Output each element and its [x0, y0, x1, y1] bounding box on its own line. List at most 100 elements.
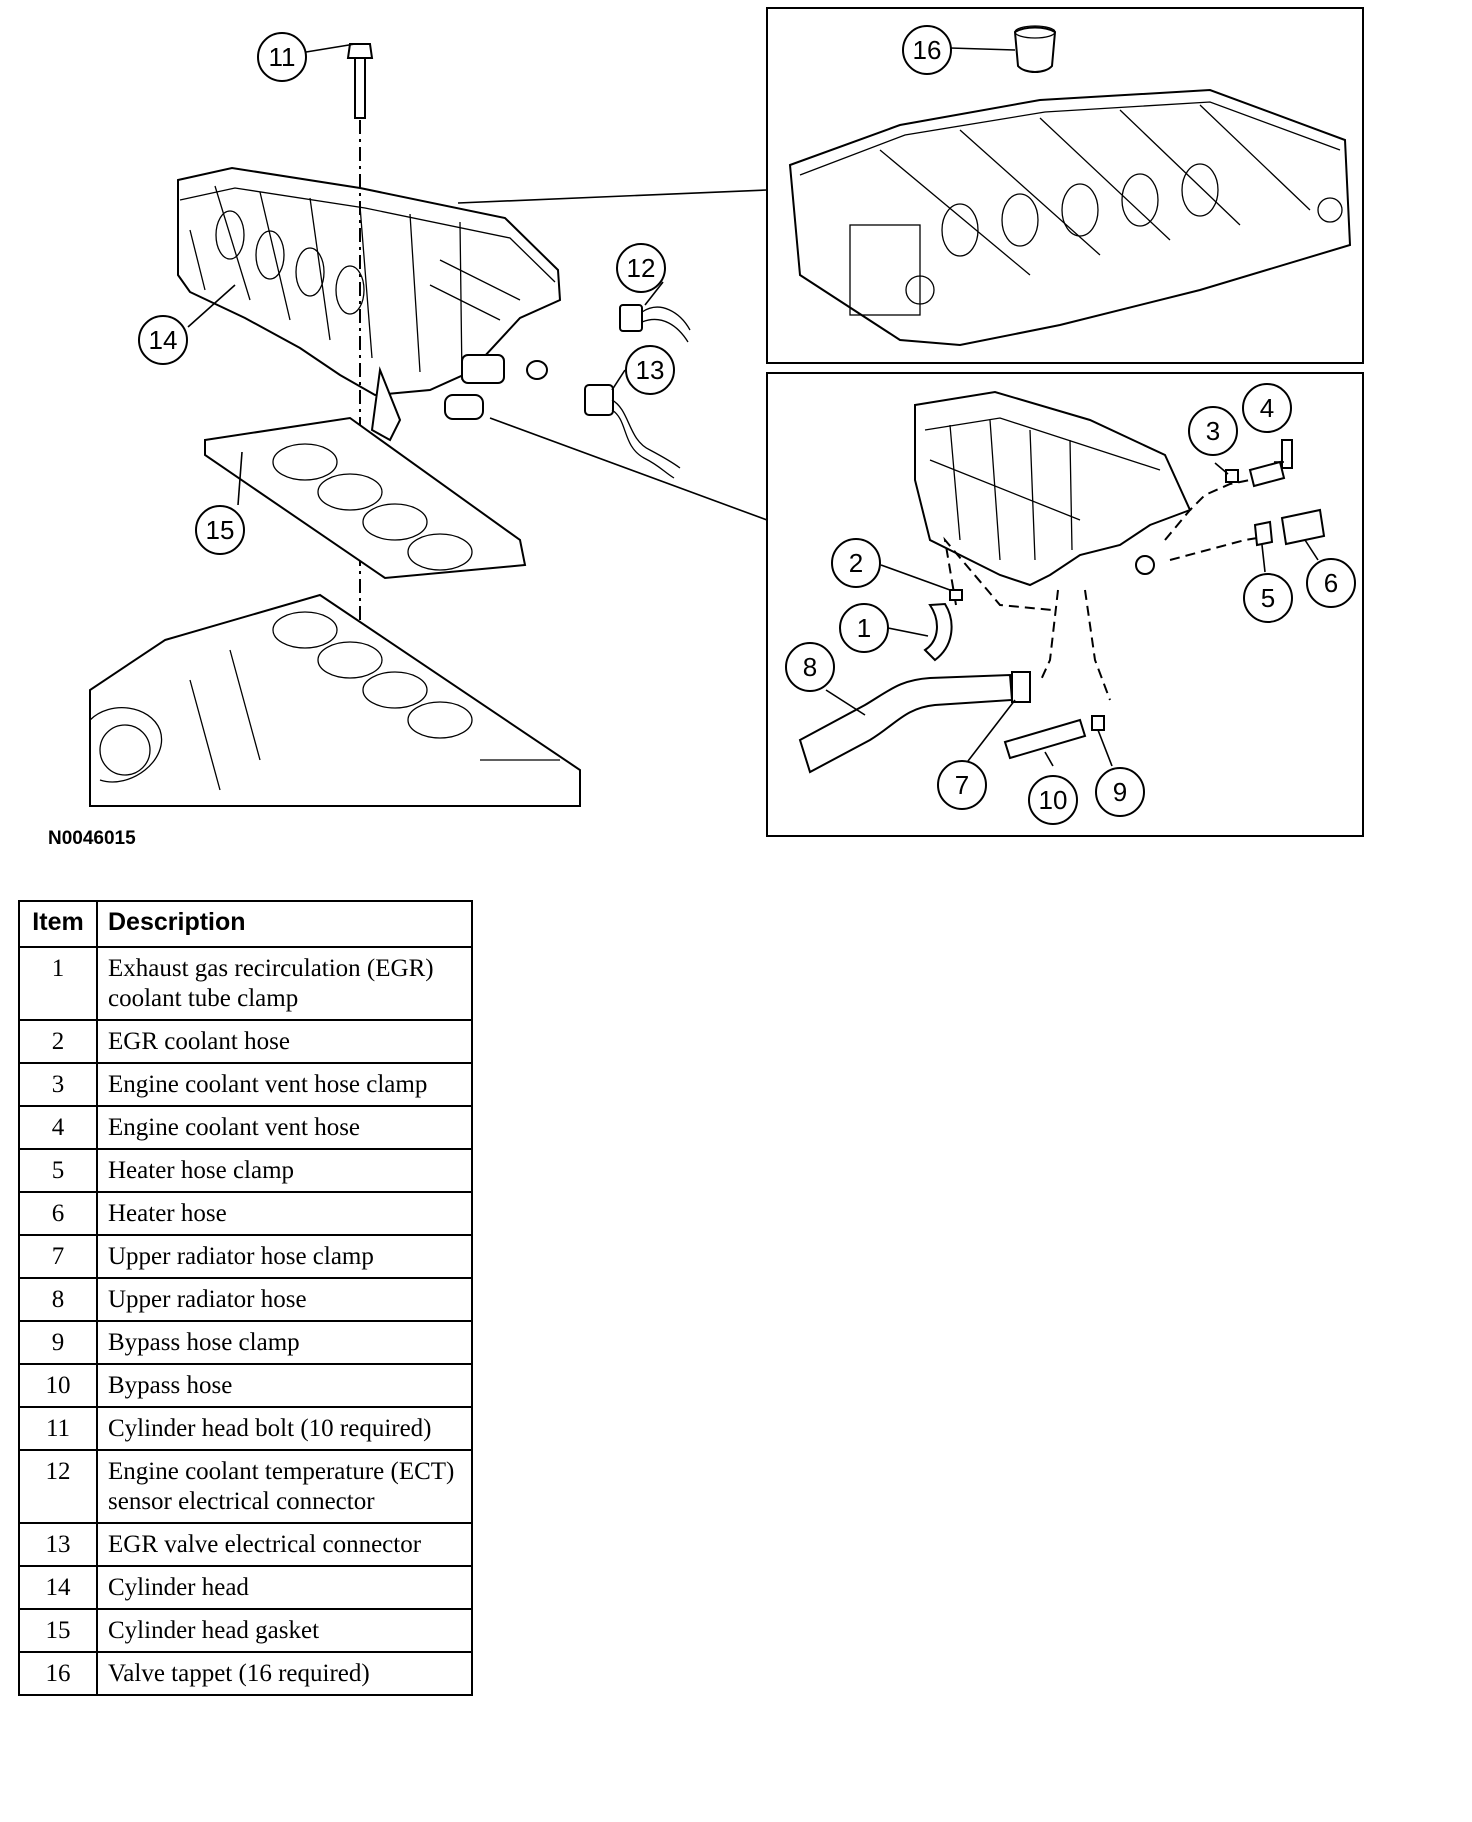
figure-id: N0046015	[48, 828, 136, 849]
item-description: Heater hose	[96, 1191, 473, 1236]
item-number: 13	[18, 1522, 98, 1567]
callout-9: 9	[1095, 767, 1145, 817]
svg-text:15: 15	[206, 515, 235, 545]
callout-3: 3	[1188, 406, 1238, 456]
item-description: Bypass hose clamp	[96, 1320, 473, 1365]
egr-valve-connector	[584, 384, 681, 479]
callout-4: 4	[1242, 383, 1292, 433]
callout-13: 13	[625, 345, 675, 395]
svg-text:1: 1	[857, 613, 871, 643]
callout-8: 8	[785, 642, 835, 692]
item-number: 11	[18, 1406, 98, 1451]
item-description: Upper radiator hose clamp	[96, 1234, 473, 1279]
item-number: 14	[18, 1565, 98, 1610]
cylinder-head-inset	[788, 88, 1352, 347]
item-description: Cylinder head bolt (10 required)	[96, 1406, 473, 1451]
item-description: EGR coolant hose	[96, 1019, 473, 1064]
svg-text:8: 8	[803, 652, 817, 682]
cylinder-head-main	[177, 166, 562, 442]
callout-12: 12	[616, 243, 666, 293]
svg-text:13: 13	[636, 355, 665, 385]
svg-text:16: 16	[913, 35, 942, 65]
heater-hose	[1253, 508, 1326, 547]
item-number: 9	[18, 1320, 98, 1365]
item-number: 2	[18, 1019, 98, 1064]
callout-5: 5	[1243, 573, 1293, 623]
svg-text:9: 9	[1113, 777, 1127, 807]
item-description: EGR valve electrical connector	[96, 1522, 473, 1567]
routing-upper-radiator	[1039, 589, 1059, 683]
callout-7: 7	[937, 760, 987, 810]
ect-connector	[619, 304, 691, 343]
svg-text:7: 7	[955, 770, 969, 800]
item-description: Engine coolant temperature (ECT) sensor …	[96, 1449, 473, 1524]
svg-text:3: 3	[1206, 416, 1220, 446]
item-description: Cylinder head	[96, 1565, 473, 1610]
svg-text:12: 12	[627, 253, 656, 283]
item-description: Bypass hose	[96, 1363, 473, 1408]
item-number: 5	[18, 1148, 98, 1193]
svg-text:14: 14	[149, 325, 178, 355]
callout-11: 11	[257, 32, 307, 82]
callout-leaders	[187, 43, 1319, 767]
egr-coolant-hose	[923, 589, 963, 662]
svg-text:11: 11	[269, 42, 296, 72]
callout-10: 10	[1028, 775, 1078, 825]
item-number: 12	[18, 1449, 98, 1524]
exploded-diagram: 11 12 13 14 15 16 1 2 3 4 5 6 7 8 9 10 N…	[48, 7, 1364, 849]
leader-outlet-to-inset	[489, 417, 768, 521]
svg-text:4: 4	[1260, 393, 1274, 423]
item-number: 8	[18, 1277, 98, 1322]
item-description: Valve tappet (16 required)	[96, 1651, 473, 1696]
upper-radiator-hose	[798, 671, 1031, 774]
cylinder-head-gasket	[204, 416, 527, 580]
callout-6: 6	[1306, 558, 1356, 608]
routing-heater-hose	[1169, 535, 1271, 561]
item-number: 16	[18, 1651, 98, 1696]
callout-2: 2	[831, 538, 881, 588]
header-item: Item	[18, 900, 98, 948]
header-description: Description	[96, 900, 473, 948]
callout-14: 14	[138, 315, 188, 365]
item-number: 15	[18, 1608, 98, 1653]
item-description: Exhaust gas recirculation (EGR) coolant …	[96, 946, 473, 1021]
svg-text:5: 5	[1261, 583, 1275, 613]
valve-tappet	[1013, 25, 1057, 73]
item-description: Heater hose clamp	[96, 1148, 473, 1193]
item-number: 6	[18, 1191, 98, 1236]
item-description: Engine coolant vent hose clamp	[96, 1062, 473, 1107]
table-header-row: Item Description	[18, 900, 473, 948]
cylinder-head-small	[914, 390, 1192, 587]
item-number: 3	[18, 1062, 98, 1107]
vent-hose	[1225, 439, 1293, 488]
bypass-hose	[1003, 715, 1105, 760]
item-number: 1	[18, 946, 98, 1021]
engine-block	[89, 593, 581, 807]
svg-text:6: 6	[1324, 568, 1338, 598]
item-description: Upper radiator hose	[96, 1277, 473, 1322]
routing-bypass	[1084, 589, 1111, 701]
item-description: Engine coolant vent hose	[96, 1105, 473, 1150]
svg-text:2: 2	[849, 548, 863, 578]
cylinder-head-bolt	[346, 43, 374, 690]
item-number: 10	[18, 1363, 98, 1408]
svg-text:10: 10	[1039, 785, 1068, 815]
callout-16: 16	[902, 25, 952, 75]
leader-head-to-inset	[457, 189, 768, 204]
